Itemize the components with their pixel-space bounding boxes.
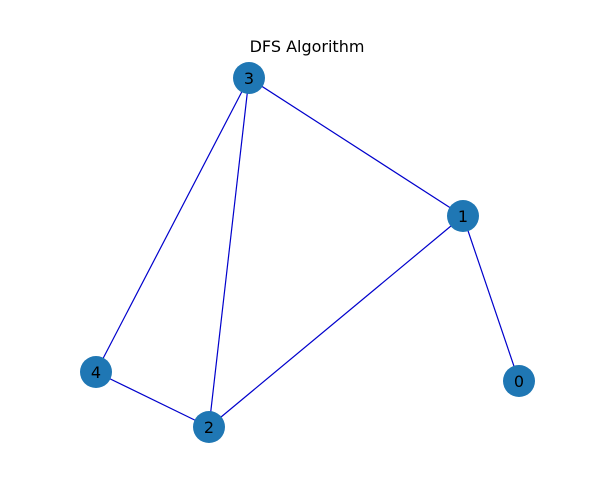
edge-3-2 xyxy=(208,77,250,428)
edge-1-2 xyxy=(208,215,464,428)
node-label-1: 1 xyxy=(458,207,468,226)
node-circle-4 xyxy=(80,356,112,388)
node-1: 1 xyxy=(447,200,479,232)
node-2: 2 xyxy=(193,411,225,443)
edges-layer xyxy=(95,77,520,428)
node-circle-3 xyxy=(233,62,265,94)
node-label-2: 2 xyxy=(204,418,214,437)
node-circle-1 xyxy=(447,200,479,232)
node-label-3: 3 xyxy=(244,69,254,88)
node-label-4: 4 xyxy=(91,363,101,382)
edge-3-4 xyxy=(95,77,250,373)
edge-1-0 xyxy=(462,215,520,382)
node-0: 0 xyxy=(503,365,535,397)
node-circle-2 xyxy=(193,411,225,443)
node-3: 3 xyxy=(233,62,265,94)
edge-3-1 xyxy=(248,77,464,217)
node-circle-0 xyxy=(503,365,535,397)
edge-4-2 xyxy=(95,371,210,428)
graph-title: DFS Algorithm xyxy=(250,37,365,56)
nodes-layer: 0 1 2 3 4 xyxy=(80,62,535,443)
node-label-0: 0 xyxy=(514,372,524,391)
node-4: 4 xyxy=(80,356,112,388)
